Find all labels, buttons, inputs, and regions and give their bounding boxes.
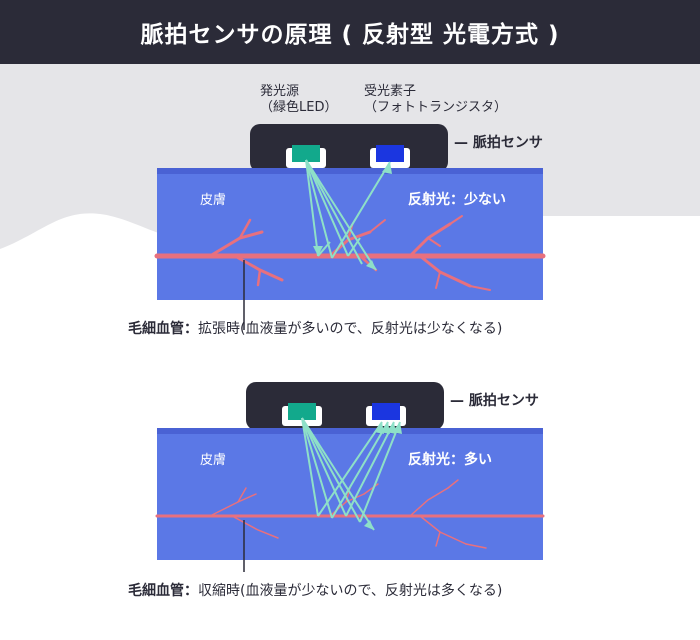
caption-dilated: 毛細血管：拡張時(血液量が多いので、反射光は少なくなる) (128, 321, 503, 337)
sensor-body (246, 382, 444, 430)
caption-contracted: 毛細血管：収縮時(血液量が少ないので、反射光は多くなる) (128, 583, 503, 599)
light-rays (301, 417, 401, 531)
photo-detector (376, 145, 404, 162)
sensor-label: — 脈拍センサ (450, 393, 539, 409)
led-emitter (288, 403, 316, 420)
capillary-contracted (155, 479, 545, 549)
diagram-dilated: — 脈拍センサ 皮膚 反射光：少ない (0, 120, 700, 340)
led-label: 発光源 （緑色LED） (260, 84, 338, 115)
sensor-body (250, 124, 448, 172)
skin-label: 皮膚 (200, 193, 227, 208)
diagram-contracted: — 脈拍センサ 皮膚 反射光：多い (0, 380, 700, 580)
skin-label: 皮膚 (200, 453, 227, 468)
reflection-label-high: 反射光：多い (408, 452, 492, 468)
light-rays (305, 159, 391, 271)
page-title: 脈拍センサの原理 ( 反射型 光電方式 ) (0, 0, 700, 64)
photo-detector (372, 403, 400, 420)
detector-label: 受光素子 （フォトトランジスタ） (364, 84, 508, 115)
capillary-dilated (154, 215, 546, 291)
reflection-label-low: 反射光：少ない (408, 192, 506, 208)
led-emitter (292, 145, 320, 162)
sensor-label: — 脈拍センサ (454, 135, 543, 151)
